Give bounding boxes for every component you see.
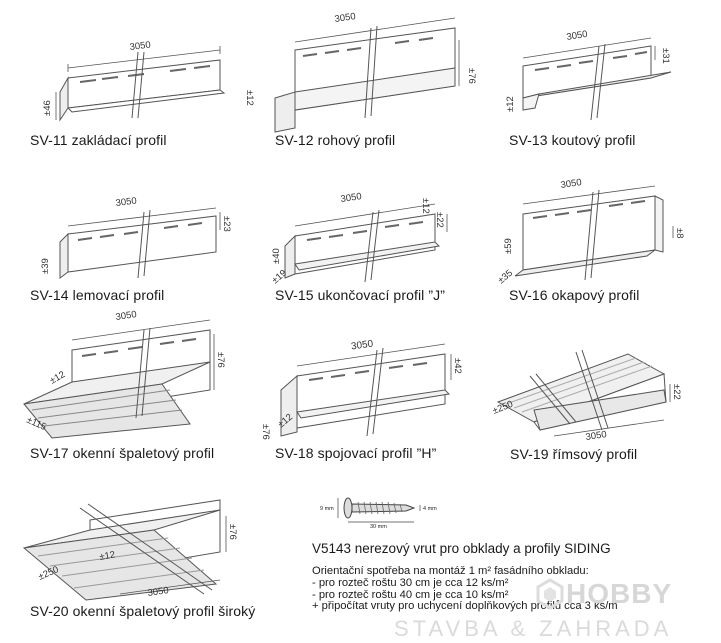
note-line-2: - pro rozteč roštu 30 cm je cca 12 ks/m² xyxy=(312,576,509,589)
profile-sv-11-caption: SV-11 zakládací profil xyxy=(30,132,167,148)
profile-sv-12-caption: SV-12 rohový profil xyxy=(275,132,396,148)
profile-sv-13: 3050 ±31 ±12 SV-13 koutový profil xyxy=(495,12,715,160)
profile-sv-20-caption: SV-20 okenní špaletový profil široký xyxy=(30,603,256,619)
screw-dim-head: 9 mm xyxy=(320,506,334,512)
profile-sv-19-drawing: ±22 ±250 3050 xyxy=(491,349,682,443)
profile-sv-19-dim-a: ±22 xyxy=(671,384,682,400)
profile-sv-12-dim-b: ±12 xyxy=(244,90,255,106)
profile-sv-15-dim-b: ±22 xyxy=(434,212,445,228)
profile-sv-18: ±42 ±76 ±12 SV-18 spojovací profil ”H” 3… xyxy=(255,339,485,466)
profile-sv-16-dim-b: ±59 xyxy=(503,238,514,254)
profile-sv-13-caption: SV-13 koutový profil xyxy=(509,132,636,148)
profile-sv-14-caption: SV-14 lemovací profil xyxy=(30,287,165,303)
profile-sv-13-length: 3050 xyxy=(566,29,589,43)
profile-sv-15-dim-c: ±40 xyxy=(271,248,282,264)
profile-sv-14-drawing: 3050 ±23 ±39 xyxy=(40,195,232,279)
profile-sv-18-caption: SV-18 spojovací profil ”H” xyxy=(275,445,437,461)
profile-sv-16-dim-c: ±35 xyxy=(496,268,515,287)
profile-sv-15-caption: SV-15 ukončovací profil ”J” xyxy=(275,287,445,303)
profile-sv-14-dim-a: ±23 xyxy=(221,216,232,232)
profile-sv-16-caption: SV-16 okapový profil xyxy=(509,287,640,303)
watermark-tagline: STAVBA & ZAHRADA xyxy=(394,616,673,641)
profile-sv-12-dim-a: ±76 xyxy=(466,68,477,84)
profile-sv-16-drawing: 3050 ±8 ±59 ±35 xyxy=(496,177,685,287)
profile-sv-15-dim-a: ±12 xyxy=(420,198,431,214)
profile-sv-14-length: 3050 xyxy=(115,195,137,208)
profile-sv-12: 3050 ±76 ±12 SV-12 rohový profil xyxy=(244,10,485,160)
profile-sv-13-dim-a: ±31 xyxy=(660,48,671,64)
profile-sv-16-dim-a: ±8 xyxy=(674,228,685,239)
profile-sv-18-drawing: ±42 ±76 ±12 xyxy=(260,343,463,440)
profile-sv-11-dim-height: ±46 xyxy=(42,100,53,116)
profile-sv-15-drawing: 3050 ±12 ±22 ±40 ±19 xyxy=(270,191,448,286)
profile-sv-18-dim-a: ±42 xyxy=(452,358,463,374)
screw-illustration: 9 mm 4 mm 30 mm xyxy=(318,490,448,540)
profile-sv-20-dim-c: ±12 xyxy=(99,549,116,563)
note-line-1: Orientační spotřeba na montáž 1 m² fasád… xyxy=(312,565,589,577)
profile-sv-14: 3050 ±23 ±39 SV-14 lemovací profil xyxy=(20,190,250,320)
profile-sv-19-caption: SV-19 římsový profil xyxy=(510,446,638,462)
profile-sv-14-dim-b: ±39 xyxy=(40,258,51,274)
consumption-note: Orientační spotřeba na montáž 1 m² fasád… xyxy=(312,565,618,613)
profile-sv-19-length: 3050 xyxy=(585,429,607,443)
screw-title: V5143 nerezový vrut pro obklady a profil… xyxy=(312,541,611,556)
profile-sv-17-dim-b: ±12 xyxy=(48,369,67,386)
profile-sv-12-drawing: 3050 ±76 ±12 xyxy=(244,11,477,133)
profile-sv-16: 3050 ±8 ±59 ±35 SV-16 okapový profil xyxy=(495,166,715,320)
profile-sv-11: 3050 ±46 SV-11 zakládací profil xyxy=(20,30,250,160)
profile-sv-11-length: 3050 xyxy=(129,39,151,52)
profile-sv-11-drawing: 3050 ±46 xyxy=(42,39,226,122)
profile-sv-20: ±76 ±250 ±12 3050 SV-20 okenní špaletový… xyxy=(20,490,300,630)
note-line-4: + připočítat vruty pro uchycení doplňkov… xyxy=(312,600,618,613)
profile-sv-19-dim-b: ±250 xyxy=(491,399,515,417)
profile-sv-17-drawing: 3050 ±76 ±12 ±115 xyxy=(23,309,226,439)
screw-drawing: 9 mm 4 mm 30 mm xyxy=(320,497,437,530)
profile-sv-12-length: 3050 xyxy=(334,11,356,25)
profile-sv-15: 3050 ±12 ±22 ±40 ±19 SV-15 ukončovací pr… xyxy=(255,180,485,320)
watermark-brand: HOBBY xyxy=(566,578,673,609)
profile-sv-20-dim-b: ±250 xyxy=(37,564,61,583)
profile-sv-13-dim-b: ±12 xyxy=(505,96,516,112)
profile-sv-20-length: 3050 xyxy=(147,585,169,599)
note-line-3: - pro rozteč roštu 40 cm je cca 10 ks/m² xyxy=(312,588,509,601)
profile-sv-16-length: 3050 xyxy=(560,177,582,191)
profile-sv-18-dim-b: ±76 xyxy=(260,424,271,440)
profile-sv-13-drawing: 3050 ±31 ±12 xyxy=(505,29,672,121)
screw-dim-shank: 4 mm xyxy=(423,506,437,512)
profile-sv-17: 3050 ±76 ±12 ±115 SV-17 okenní špaletový… xyxy=(20,309,250,466)
watermark-logo-icon xyxy=(536,578,564,610)
profile-sv-19: ±22 ±250 3050 SV-19 římsový profil xyxy=(478,340,718,466)
profile-sv-17-caption: SV-17 okenní špaletový profil xyxy=(30,445,215,461)
profile-sv-20-dim-a: ±76 xyxy=(227,524,238,540)
profile-sv-20-drawing: ±76 ±250 ±12 3050 xyxy=(22,499,238,601)
profile-sv-17-dim-a: ±76 xyxy=(215,352,226,368)
profile-sv-17-length: 3050 xyxy=(115,309,137,323)
profile-sv-15-length: 3050 xyxy=(340,191,362,205)
screw-dim-length: 30 mm xyxy=(370,524,387,530)
